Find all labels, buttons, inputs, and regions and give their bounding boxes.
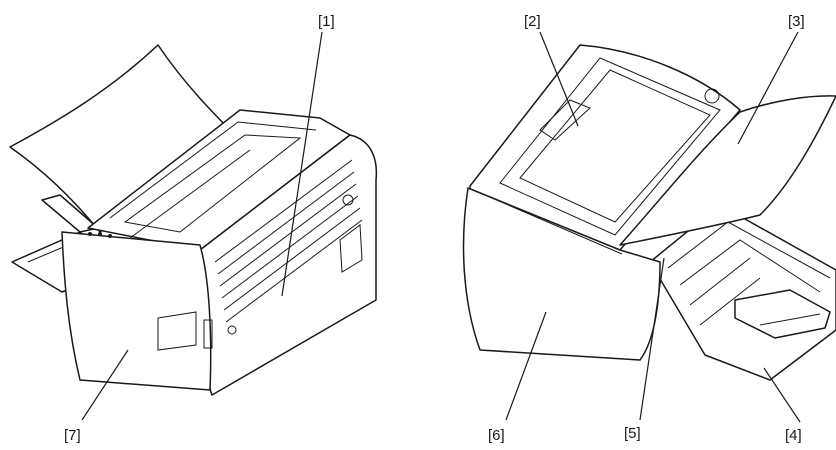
callout-label-7: [7] <box>64 427 81 444</box>
right-paper-sheet <box>619 95 836 246</box>
leader-line-1 <box>281 31 323 297</box>
callout-label-3: [3] <box>788 13 805 30</box>
leader-line-3 <box>737 31 799 145</box>
leader-line-5 <box>639 257 665 421</box>
callout-label-2: [2] <box>524 13 541 30</box>
left-front-cover <box>61 231 212 391</box>
right-front-cover <box>462 187 661 361</box>
leader-lines <box>81 31 801 423</box>
callout-label-6: [6] <box>488 427 505 444</box>
leader-line-6 <box>505 311 547 421</box>
left-printer-drawing <box>9 44 378 396</box>
callout-label-4: [4] <box>785 427 802 444</box>
leader-line-4 <box>763 367 801 423</box>
right-printer-drawing <box>462 44 836 381</box>
callout-label-1: [1] <box>318 13 335 30</box>
leader-line-2 <box>539 31 579 127</box>
right-tray-extension <box>734 289 831 339</box>
leader-line-7 <box>81 349 129 421</box>
right-printer-top <box>469 44 741 251</box>
callout-labels: [1] [2] [3] [4] [5] [6] [7] <box>64 13 805 444</box>
callout-label-5: [5] <box>624 425 641 442</box>
